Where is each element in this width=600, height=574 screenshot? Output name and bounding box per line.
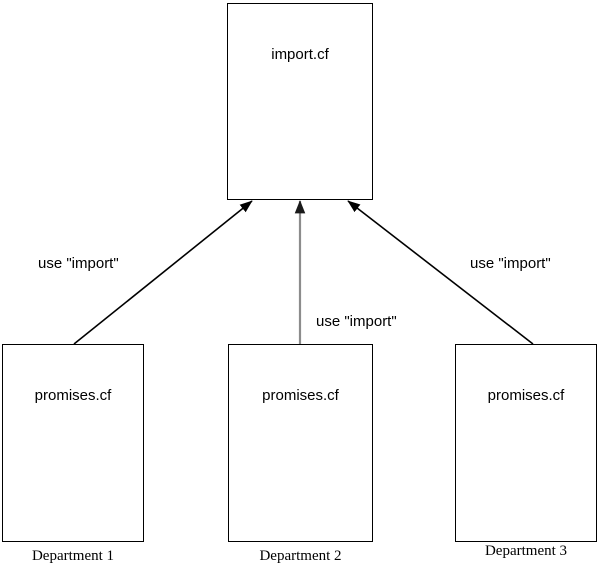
node-promises-cf-dept1-label: promises.cf — [34, 387, 112, 404]
caption-department-2: Department 2 — [259, 548, 342, 564]
node-promises-cf-dept2[interactable]: promises.cf — [228, 344, 373, 542]
node-promises-cf-dept1[interactable]: promises.cf — [2, 344, 144, 542]
node-promises-cf-dept2-label: promises.cf — [262, 387, 339, 404]
caption-department-1: Department 1 — [31, 548, 115, 564]
node-promises-cf-dept3[interactable]: promises.cf — [455, 344, 597, 542]
edge-label-use-import-left: use "import" — [38, 255, 119, 272]
node-import-cf[interactable]: import.cf — [227, 3, 373, 200]
edge-label-use-import-right: use "import" — [470, 255, 551, 272]
caption-department-3: Department 3 — [484, 543, 568, 559]
edge-label-use-import-middle: use "import" — [316, 313, 397, 330]
edge-dept1-to-import — [73, 200, 253, 345]
node-promises-cf-dept3-label: promises.cf — [487, 387, 565, 404]
node-import-cf-label: import.cf — [271, 46, 329, 63]
